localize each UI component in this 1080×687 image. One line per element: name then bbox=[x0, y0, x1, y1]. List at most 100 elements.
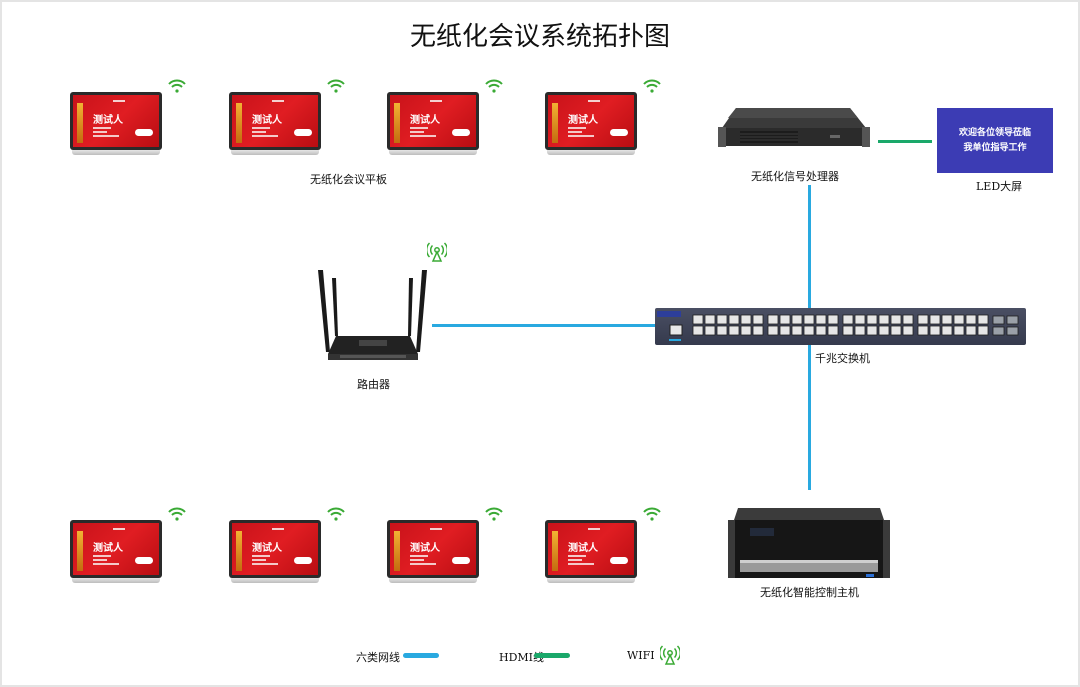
switch-port bbox=[827, 325, 839, 336]
switch-port bbox=[902, 314, 914, 325]
tablet-info-line bbox=[568, 563, 594, 565]
tablet-screen: 测试人 bbox=[73, 95, 159, 147]
switch-port bbox=[767, 314, 779, 325]
tablet-screen: 测试人 bbox=[548, 523, 634, 575]
switch-port bbox=[878, 314, 890, 325]
tablet-header-text bbox=[272, 528, 284, 530]
tablet-info-line bbox=[93, 559, 107, 561]
conference-tablet: 测试人 bbox=[229, 92, 321, 156]
tablet-base bbox=[389, 578, 477, 583]
switch-port bbox=[842, 325, 854, 336]
switch-port bbox=[716, 314, 728, 325]
switch-port bbox=[929, 314, 941, 325]
switch-port bbox=[704, 314, 716, 325]
tablet-info-line bbox=[410, 563, 436, 565]
tablet-base bbox=[72, 150, 160, 155]
tablet-participant-name: 测试人 bbox=[93, 543, 123, 554]
switch-port bbox=[953, 314, 965, 325]
switch-port bbox=[704, 325, 716, 336]
tablet-badge bbox=[452, 557, 470, 564]
switch-port bbox=[803, 314, 815, 325]
led-text-line2: 我单位指导工作 bbox=[963, 142, 1027, 153]
tablet-info-line bbox=[568, 127, 586, 129]
wifi-icon bbox=[485, 79, 503, 93]
legend-cat6-line bbox=[403, 653, 439, 658]
tablet-pillar-graphic bbox=[236, 531, 242, 571]
switch-sfp-port bbox=[1006, 315, 1019, 325]
wifi-icon bbox=[643, 79, 661, 93]
tablet-info-line bbox=[410, 559, 424, 561]
switch-port bbox=[977, 325, 989, 336]
switch-port bbox=[728, 325, 740, 336]
switch-port bbox=[803, 325, 815, 336]
led-screen: 欢迎各位领导莅临 我单位指导工作 bbox=[937, 108, 1053, 173]
tablet-info-line bbox=[252, 555, 270, 557]
tablet-info-line bbox=[93, 127, 111, 129]
conference-tablet: 测试人 bbox=[387, 92, 479, 156]
tablet-info-line bbox=[93, 131, 107, 133]
led-text-line1: 欢迎各位领导莅临 bbox=[958, 127, 1031, 138]
switch-label: 千兆交换机 bbox=[815, 352, 870, 365]
tablet-participant-name: 测试人 bbox=[410, 543, 440, 554]
switch-port bbox=[965, 314, 977, 325]
tablet-info-line bbox=[568, 559, 582, 561]
switch-sfp-port bbox=[992, 315, 1005, 325]
router-label: 路由器 bbox=[357, 378, 390, 391]
switch-port bbox=[815, 325, 827, 336]
tablet-info-line bbox=[252, 131, 266, 133]
switch-port bbox=[728, 314, 740, 325]
tablet-header-text bbox=[113, 528, 125, 530]
conference-tablet: 测试人 bbox=[70, 92, 162, 156]
switch-port bbox=[866, 314, 878, 325]
wifi-icon bbox=[168, 79, 186, 93]
tablet-header-text bbox=[430, 100, 442, 102]
tablet-screen: 测试人 bbox=[232, 523, 318, 575]
wifi-icon bbox=[327, 79, 345, 93]
switch-port bbox=[752, 325, 764, 336]
switch-port bbox=[941, 325, 953, 336]
gigabit-switch bbox=[655, 308, 1026, 345]
switch-port bbox=[890, 325, 902, 336]
switch-port bbox=[902, 325, 914, 336]
switch-port bbox=[917, 314, 929, 325]
switch-port bbox=[740, 325, 752, 336]
legend-hdmi-line bbox=[534, 653, 570, 658]
conference-tablet: 测试人 bbox=[545, 520, 637, 584]
tablet-info-line bbox=[410, 127, 428, 129]
switch-port bbox=[854, 314, 866, 325]
tablet-header-text bbox=[272, 100, 284, 102]
tablet-pillar-graphic bbox=[236, 103, 242, 143]
switch-port bbox=[791, 325, 803, 336]
switch-port bbox=[791, 314, 803, 325]
tablet-screen: 测试人 bbox=[390, 523, 476, 575]
tablet-screen: 测试人 bbox=[390, 95, 476, 147]
tablet-header-text bbox=[113, 100, 125, 102]
switch-port bbox=[866, 325, 878, 336]
switch-port bbox=[740, 314, 752, 325]
switch-sfp-port bbox=[1006, 326, 1019, 336]
tablet-badge bbox=[610, 129, 628, 136]
led-label: LED大屏 bbox=[976, 180, 1023, 193]
switch-port bbox=[941, 314, 953, 325]
tablet-pillar-graphic bbox=[394, 103, 400, 143]
tablet-info-line bbox=[568, 135, 594, 137]
tablet-header-text bbox=[430, 528, 442, 530]
cat6-line-processor-switch bbox=[808, 185, 811, 309]
tablet-base bbox=[231, 578, 319, 583]
switch-port bbox=[815, 314, 827, 325]
tablet-pillar-graphic bbox=[552, 531, 558, 571]
conference-tablet: 测试人 bbox=[229, 520, 321, 584]
tablet-base bbox=[231, 150, 319, 155]
tablet-screen: 测试人 bbox=[73, 523, 159, 575]
wifi-icon bbox=[643, 507, 661, 521]
switch-sfp-port bbox=[992, 326, 1005, 336]
wifi-icon bbox=[485, 507, 503, 521]
tablet-participant-name: 测试人 bbox=[568, 543, 598, 554]
wifi-icon bbox=[168, 507, 186, 521]
router bbox=[314, 242, 447, 363]
tablet-base bbox=[72, 578, 160, 583]
tablet-base bbox=[547, 150, 635, 155]
switch-port bbox=[752, 314, 764, 325]
switch-port bbox=[692, 314, 704, 325]
